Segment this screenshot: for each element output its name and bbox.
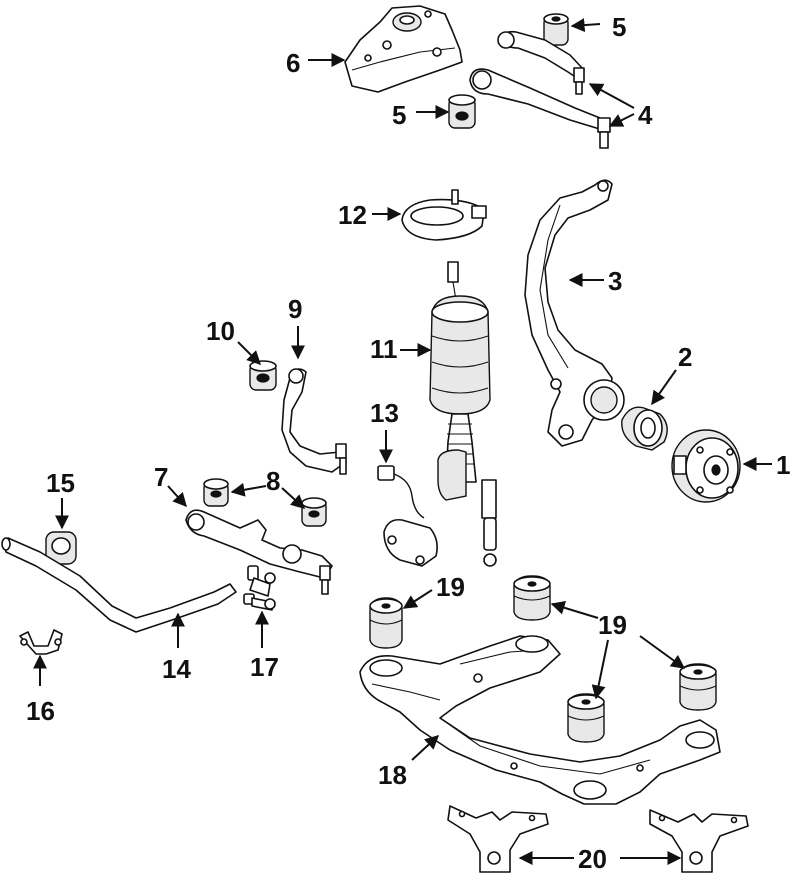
upper-control-arm-front [497,30,585,95]
bracket-right [649,809,749,873]
spring-seat [401,189,487,241]
callout-13: 13 [370,398,399,428]
callout-6: 6 [286,48,300,78]
callout-5-top: 5 [612,12,626,42]
stabilizer-clamp [19,629,63,655]
callout-18: 18 [378,760,407,790]
callout-14: 14 [162,654,191,684]
bushing-10 [249,360,277,391]
callout-12: 12 [338,200,367,230]
wheel-hub [671,429,741,503]
stabilizer-bushing [45,531,77,565]
callout-19-right: 19 [598,610,627,640]
lower-control-arm [185,509,333,595]
callout-9: 9 [288,294,302,324]
callout-1: 1 [776,450,790,480]
callout-2: 2 [678,342,692,372]
leader-lines [33,18,772,865]
subframe-bushing-c [567,693,605,743]
callout-19-left: 19 [436,572,465,602]
bracket-left [447,805,549,873]
subframe-bushing-d [679,663,717,711]
callout-8: 8 [266,466,280,496]
stabilizer-bar [1,537,237,633]
wheel-bearing [621,406,668,451]
steering-knuckle [524,179,625,447]
callout-labels: 5 6 5 4 12 3 9 10 11 2 13 1 7 8 15 19 19… [26,12,790,874]
bushing-8a [203,478,229,507]
subframe-bushing-a [369,597,403,649]
callout-7: 7 [154,462,168,492]
callout-3: 3 [608,266,622,296]
subframe-bushing-b [513,575,551,621]
callout-5-middle: 5 [392,100,406,130]
callout-4: 4 [638,100,653,130]
subframe [359,635,721,805]
callout-10: 10 [206,316,235,346]
air-strut [429,261,497,567]
tension-strut-9 [281,368,347,475]
callout-16: 16 [26,696,55,726]
ride-height-sensor [377,465,438,567]
callout-11: 11 [370,334,398,364]
stabilizer-link [243,565,276,611]
callout-15: 15 [46,468,75,498]
strut-mount-plate [344,5,463,93]
callout-17: 17 [250,652,279,682]
bushing-8b [301,497,327,527]
upper-control-arm-rear [469,68,611,149]
callout-20: 20 [578,844,607,874]
upper-bushing-top [543,13,569,46]
upper-bushing-middle [448,94,476,129]
